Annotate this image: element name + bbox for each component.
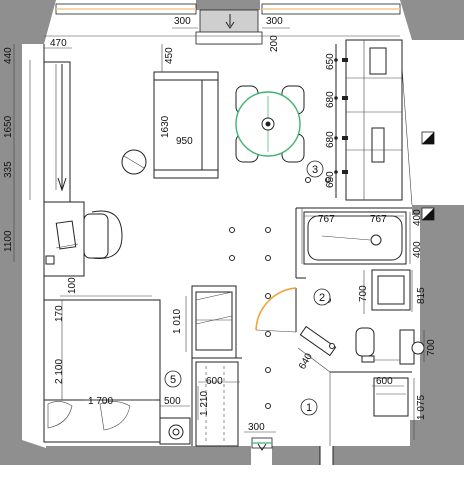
cupboard: [191, 285, 237, 359]
room-marker-2: 2: [313, 288, 331, 306]
washer-cabinet: [373, 377, 409, 417]
room-number-3: 3: [312, 164, 318, 176]
dim-2100: 2 100: [54, 359, 65, 384]
dim-440: 440: [3, 47, 14, 64]
dim-680-upper: 680: [325, 91, 336, 108]
room-marker-3: 3: [306, 160, 324, 178]
entrance-door: [251, 437, 334, 465]
dim-300-entrance: 300: [248, 422, 265, 433]
dim-650-lower: 650: [325, 171, 336, 188]
dim-300-top-left: 300: [174, 16, 191, 27]
room-marker-1: 1: [300, 398, 318, 416]
dim-600-wardrobe: 600: [206, 376, 223, 387]
corridor-shelf: [299, 325, 337, 357]
dim-700-sink: 700: [426, 339, 437, 356]
tv-unit: [43, 61, 71, 205]
room-marker-5: 5: [164, 370, 182, 388]
dimension-labels: 300 300 440 470 450 200 1650 335 1100 10…: [3, 16, 437, 433]
top-window-left: [55, 3, 197, 15]
dim-700-shower: 700: [358, 285, 369, 302]
section-marker-top: [421, 131, 435, 145]
dim-1075: 1 075: [416, 395, 427, 420]
toilet: [355, 327, 375, 363]
dim-1700: 1 700: [88, 396, 113, 407]
dim-767-right: 767: [370, 214, 387, 225]
dim-200: 200: [269, 35, 280, 52]
section-marker-bottom: [421, 207, 435, 221]
dim-1210: 1 210: [199, 391, 210, 416]
dim-500: 500: [164, 396, 181, 407]
dim-950: 950: [176, 136, 193, 147]
dim-400-upper: 400: [412, 209, 423, 226]
dim-650-upper: 650: [325, 53, 336, 70]
dim-170: 170: [54, 305, 65, 322]
bed: [43, 295, 161, 443]
dim-100: 100: [67, 277, 78, 294]
dim-680-lower: 680: [325, 131, 336, 148]
bathroom-door: [255, 287, 297, 333]
dining-set: [235, 85, 305, 163]
room-number-5: 5: [170, 374, 176, 386]
dim-450: 450: [164, 47, 175, 64]
kitchen-counter: [345, 39, 403, 201]
dim-767-left: 767: [318, 214, 335, 225]
dim-815: 815: [416, 287, 427, 304]
dim-1100: 1100: [3, 230, 14, 252]
dim-600-corridor: 600: [376, 376, 393, 387]
sink: [399, 329, 425, 365]
dim-1010: 1 010: [172, 309, 183, 334]
shower-tray: [371, 269, 411, 311]
dim-640: 640: [297, 351, 315, 371]
dim-335: 335: [3, 161, 14, 178]
kitchen-dim-line: [334, 44, 348, 198]
dim-470: 470: [50, 38, 67, 49]
desk-chair: [83, 210, 123, 260]
room-number-2: 2: [319, 292, 325, 304]
wardrobe: [195, 361, 239, 447]
top-window-right: [261, 3, 401, 15]
dim-400-lower: 400: [412, 241, 423, 258]
room-number-1: 1: [306, 402, 312, 414]
nightstand-lamp: [159, 417, 191, 445]
desk: [43, 201, 85, 277]
radiator: [195, 9, 263, 45]
dim-300-top-right: 300: [266, 16, 283, 27]
dim-1630: 1630: [160, 115, 171, 138]
side-table: [121, 149, 147, 175]
dimension-lines: [13, 27, 425, 440]
sofa: [153, 71, 219, 179]
dim-1650: 1650: [3, 115, 14, 138]
